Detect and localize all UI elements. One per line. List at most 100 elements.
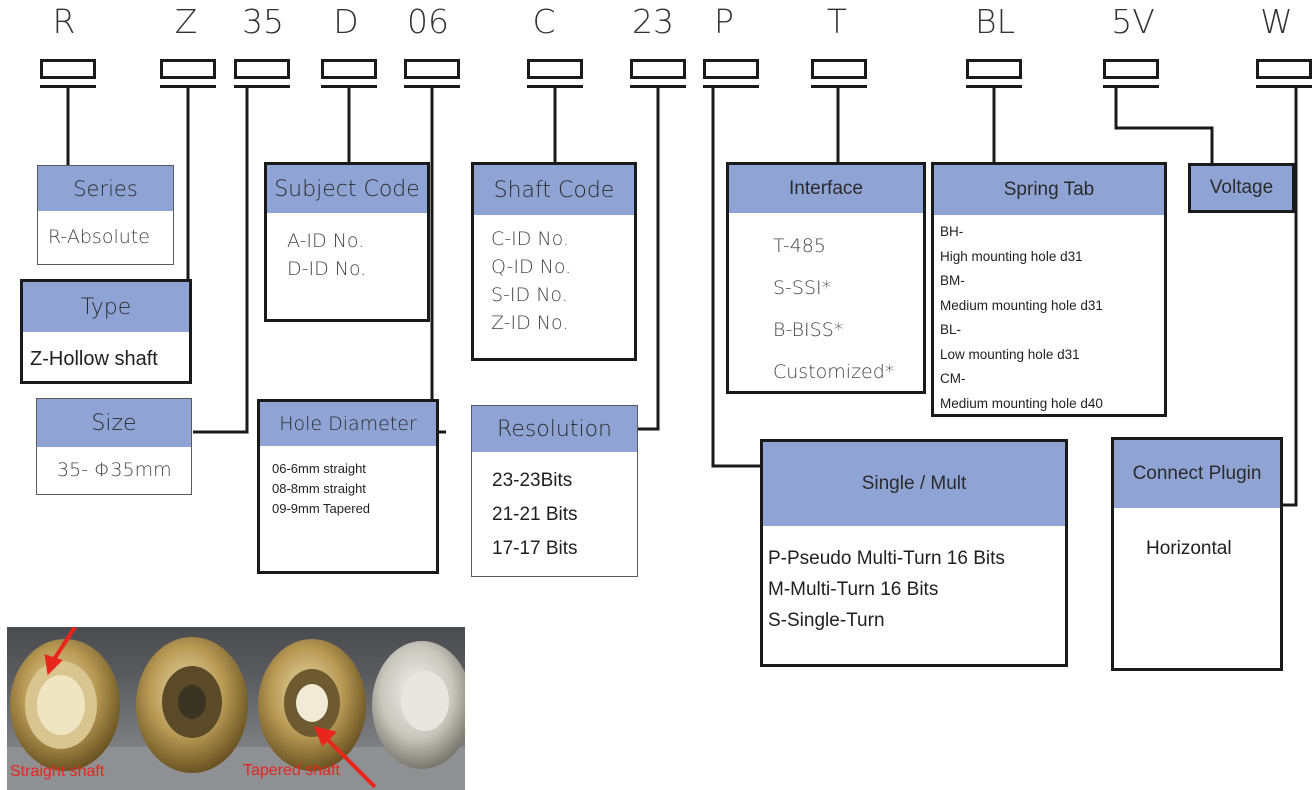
interface-option: T-485 [773,235,826,257]
hole-diameter-title: Hole Diameter [260,402,436,446]
code-slot-35 [234,59,290,79]
type-title: Type [23,282,189,332]
code-letter-z: Z [174,2,198,41]
series-title: Series [38,166,173,211]
straight-shaft-arrow [51,627,77,663]
code-slot-t [811,59,867,79]
connect-plugin-box: Connect Plugin Horizontal [1111,437,1283,671]
hole-diameter-box: Hole Diameter 06-6mm straight 08-8mm str… [257,399,439,574]
series-box: Series R-Absolute [37,165,174,265]
spring-tab-option: Medium mounting hole d31 [940,297,1103,313]
size-options: 35- Φ35mm [37,447,191,483]
code-letter-35: 35 [242,2,284,41]
shaft-3 [258,639,366,771]
type-box: Type Z-Hollow shaft [20,279,192,384]
shaft-4 [372,641,465,769]
code-letter-r: R [52,2,76,41]
code-letter-c: C [532,2,556,41]
subject-code-options: A-ID No. D-ID No. [267,213,427,283]
photo-arrows [44,627,377,789]
code-slot-w [1256,59,1312,79]
size-box: Size 35- Φ35mm [36,398,192,495]
voltage-box: Voltage [1188,163,1295,213]
code-slot-23 [630,59,686,79]
code-letter-p: P [714,2,734,41]
subject-code-option: D-ID No. [287,258,367,280]
hole-diameter-option: 08-8mm straight [272,481,366,496]
type-options: Z-Hollow shaft [23,332,189,372]
subject-code-option: A-ID No. [287,230,365,252]
voltage-title: Voltage [1209,177,1274,198]
code-slot-5v [1103,59,1159,79]
shaft-code-option: Z-ID No. [491,312,569,334]
tapered-shaft-label: Tapered shaft [243,762,340,779]
code-letter-d: D [333,2,359,41]
connector-voltage [1114,88,1214,165]
spring-tab-option: BM- [940,273,965,288]
hole-diameter-options: 06-6mm straight 08-8mm straight 09-9mm T… [260,446,436,519]
code-slot-underline [527,85,583,88]
spring-tab-option: Low mounting hole d31 [940,346,1080,362]
single-mult-option: P-Pseudo Multi-Turn 16 Bits [768,548,1005,569]
hole-diameter-option: 06-6mm straight [272,461,366,476]
spring-tab-option: BL- [940,322,962,337]
code-slot-underline [321,85,377,88]
single-mult-box: Single / Mult P-Pseudo Multi-Turn 16 Bit… [760,439,1068,667]
connector-size [193,88,249,434]
spring-tab-option: CM- [940,371,966,386]
shaft-code-option: S-ID No. [491,284,568,306]
connector-hole-diameter [430,88,446,434]
code-slot-underline [1103,85,1159,88]
resolution-option: 21-21 Bits [492,504,578,525]
shaft-code-option: C-ID No. [491,228,569,250]
connect-plugin-option: Horizontal [1146,538,1232,559]
code-slot-underline [234,85,290,88]
code-letter-5v: 5V [1111,2,1155,41]
code-letter-06: 06 [407,2,449,41]
code-slot-p [703,59,759,79]
interface-box: Interface T-485 S-SSI* B-BISS* Customize… [726,162,926,394]
resolution-option: 23-23Bits [492,470,573,491]
interface-option: Customized* [773,361,895,383]
code-slot-06 [404,59,460,79]
single-mult-option: S-Single-Turn [768,610,885,631]
shaft-photo-illustration [7,627,465,790]
shaft-photo: Straight shaft Tapered shaft [7,627,465,790]
code-letter-23: 23 [632,2,674,41]
code-slot-z [160,59,216,79]
code-letter-w: W [1260,2,1293,41]
resolution-option: 17-17 Bits [492,538,578,559]
code-slot-underline [966,85,1022,88]
shaft-code-options: C-ID No. Q-ID No. S-ID No. Z-ID No. [474,215,634,337]
size-title: Size [37,399,191,447]
series-options: R-Absolute [38,211,173,250]
connector-connect-plugin [1282,88,1298,507]
interface-option: S-SSI* [773,277,832,299]
straight-shaft-arrowhead [44,654,63,676]
code-letter-bl: BL [975,2,1015,41]
code-slot-r [40,59,96,79]
code-slot-bl [966,59,1022,79]
interface-option: B-BISS* [773,319,844,341]
shaft-code-title: Shaft Code [474,165,634,215]
tapered-shaft-arrowhead [313,726,337,747]
type-option: Z-Hollow shaft [30,348,158,370]
code-slot-underline [703,85,759,88]
code-slot-d [321,59,377,79]
code-slot-underline [404,85,460,88]
spring-tab-box: Spring Tab BH- High mounting hole d31 BM… [931,162,1167,417]
code-slot-underline [40,85,96,88]
tapered-shaft-arrow [323,735,377,789]
code-slot-underline [630,85,686,88]
shaft-2 [136,637,248,773]
spring-tab-option: BH- [940,224,964,239]
single-mult-options: P-Pseudo Multi-Turn 16 Bits M-Multi-Turn… [763,526,1065,636]
code-letter-t: T [826,2,848,41]
resolution-title: Resolution [472,406,637,452]
shaft-code-option: Q-ID No. [491,256,572,278]
subject-code-title: Subject Code [267,165,427,213]
size-option: 35- Φ35mm [57,459,172,481]
single-mult-option: M-Multi-Turn 16 Bits [768,579,939,600]
straight-shaft-label: Straight shaft [10,763,105,780]
spring-tab-option: High mounting hole d31 [940,248,1083,264]
